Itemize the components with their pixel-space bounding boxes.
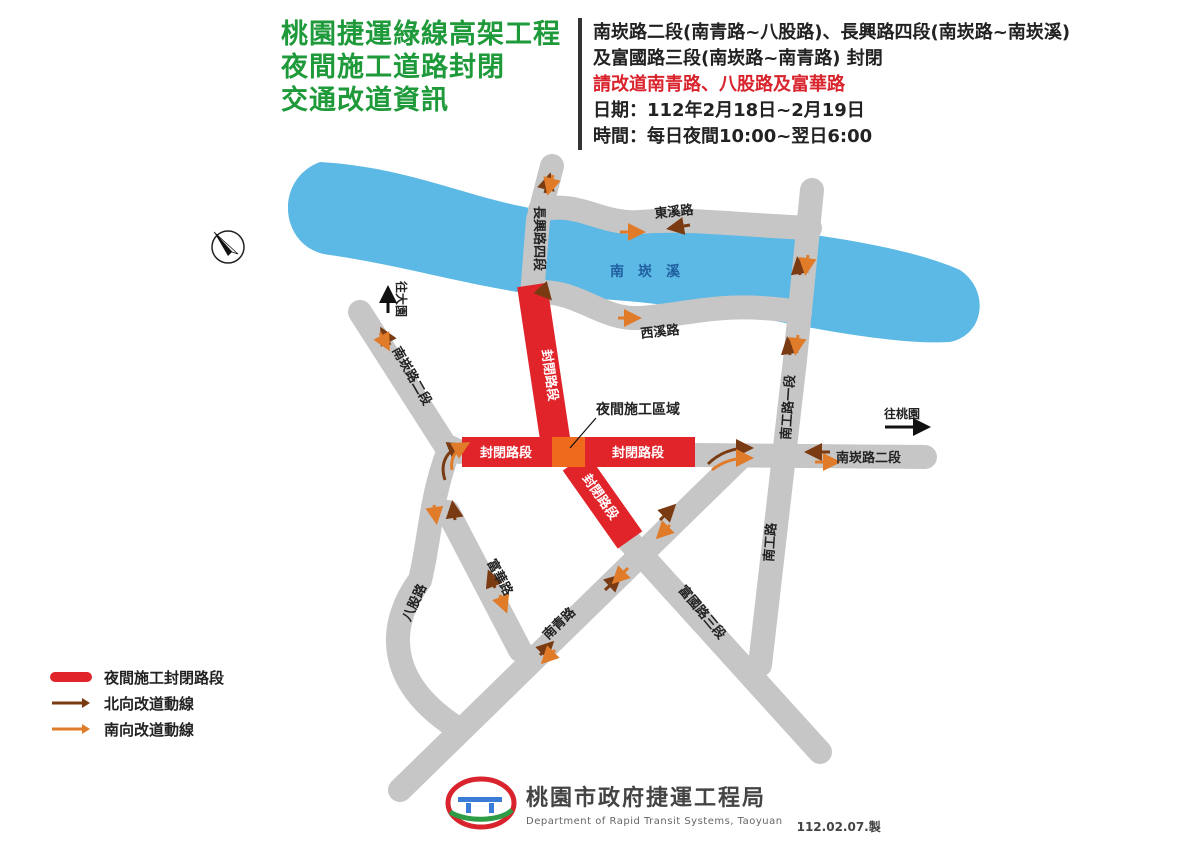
label-nangong: 南工路	[761, 521, 780, 562]
org-name-en: Department of Rapid Transit Systems, Tao…	[526, 816, 783, 827]
title-line-3: 交通改道資訊	[281, 85, 449, 116]
closed-label-west: 封閉路段	[480, 445, 532, 461]
to-dayuan-label: 往大園	[394, 281, 409, 317]
info-date: 日期：112年2月18日~2月19日	[593, 100, 865, 121]
closed-label-east: 封閉路段	[612, 445, 664, 461]
river-label: 南 崁 溪	[610, 263, 681, 280]
road-nanqing	[388, 446, 752, 802]
made-date: 112.02.07.製	[796, 820, 881, 834]
label-xixi: 西溪路	[640, 322, 681, 342]
legend-label-north: 北向改道動線	[104, 694, 195, 713]
compass-icon	[211, 230, 245, 264]
southbound-arrows	[373, 174, 841, 665]
road-bagu	[386, 440, 472, 742]
logo-icon	[445, 776, 517, 830]
legend-label-closed: 夜間施工封閉路段	[104, 668, 225, 687]
detour-notice: 請改道南青路、八股路及富華路	[593, 74, 845, 95]
closed-fuguo	[562, 453, 643, 549]
legend-item-north: 北向改道動線	[50, 690, 224, 716]
south-arrow-icon	[52, 724, 90, 734]
label-changxing: 長興路四段	[531, 206, 547, 271]
road-fuguo	[616, 528, 832, 764]
closed-label-changxing: 封閉路段	[538, 348, 561, 402]
divider	[578, 18, 582, 150]
work-zone-label: 夜間施工區域	[595, 401, 680, 418]
legend-item-south: 南向改道動線	[50, 716, 224, 742]
label-nangong1: 南工路一段	[778, 374, 798, 440]
info-time: 時間：每日夜間10:00~翌日6:00	[593, 126, 873, 147]
work-zone-leader	[569, 417, 597, 449]
road-dongxi	[528, 195, 822, 240]
legend-swatch-closed	[50, 672, 92, 682]
road-fuhua	[436, 500, 532, 662]
work-zone	[552, 437, 585, 467]
closure-info: 南崁路二段(南青路~八股路)、長興路四段(南崁路~南崁溪) 及富國路三段(南崁路…	[593, 20, 1070, 150]
legend-label-south: 南向改道動線	[104, 720, 195, 739]
info-line-2: 及富國路三段(南崁路~南青路) 封閉	[593, 48, 883, 69]
closed-roads	[462, 282, 695, 549]
to-taoyuan-label: 往桃園	[884, 406, 920, 421]
page-title: 桃園捷運綠線高架工程 夜間施工道路封閉 交通改道資訊	[281, 18, 561, 117]
footer: 桃園市政府捷運工程局 Department of Rapid Transit S…	[444, 780, 881, 835]
title-line-2: 夜間施工道路封閉	[281, 52, 505, 83]
legend-item-closed: 夜間施工封閉路段	[50, 664, 224, 690]
label-nankan-right: 南崁路二段	[836, 450, 901, 466]
title-line-1: 桃園捷運綠線高架工程	[281, 19, 561, 50]
info-line-1: 南崁路二段(南青路~八股路)、長興路四段(南崁路~南崁溪)	[593, 22, 1071, 43]
north-arrow-icon	[52, 698, 90, 708]
org-name: 桃園市政府捷運工程局	[526, 785, 767, 811]
legend: 夜間施工封閉路段 北向改道動線 南向改道動線	[50, 664, 224, 742]
label-dongxi: 東溪路	[654, 202, 695, 222]
road-nangong	[748, 178, 824, 677]
closed-changxing	[517, 282, 572, 455]
